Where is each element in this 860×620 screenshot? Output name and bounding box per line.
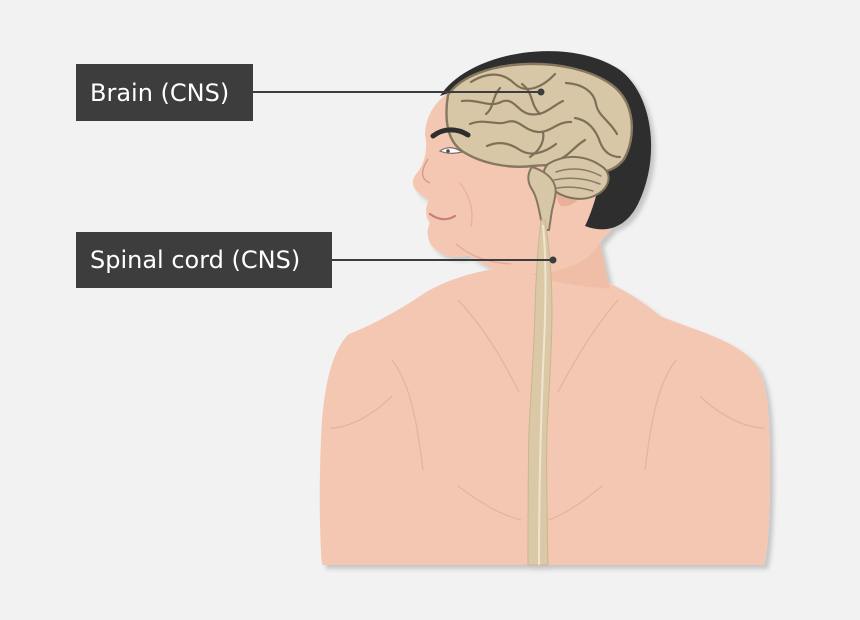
cerebellum-folds xyxy=(553,168,602,192)
body-contours xyxy=(329,299,766,521)
pupil xyxy=(446,149,450,153)
cheek-line xyxy=(459,182,473,228)
brain-folds xyxy=(460,72,622,160)
brain-label-text: Brain (CNS) xyxy=(90,78,230,107)
spinal-cord-label: Spinal cord (CNS) xyxy=(76,232,332,288)
eye xyxy=(438,147,464,154)
jaw-line xyxy=(455,243,512,265)
spinal-cord-center-line xyxy=(538,224,547,566)
brain-leader-dot xyxy=(537,88,545,96)
nose-line xyxy=(421,158,431,184)
mouth xyxy=(428,212,457,221)
spinal-cord-label-text: Spinal cord (CNS) xyxy=(90,246,301,274)
eyebrow xyxy=(430,127,471,139)
spinal-leader-dot xyxy=(549,256,557,264)
brainstem xyxy=(527,165,557,231)
brain-label: Brain (CNS) xyxy=(76,64,253,121)
